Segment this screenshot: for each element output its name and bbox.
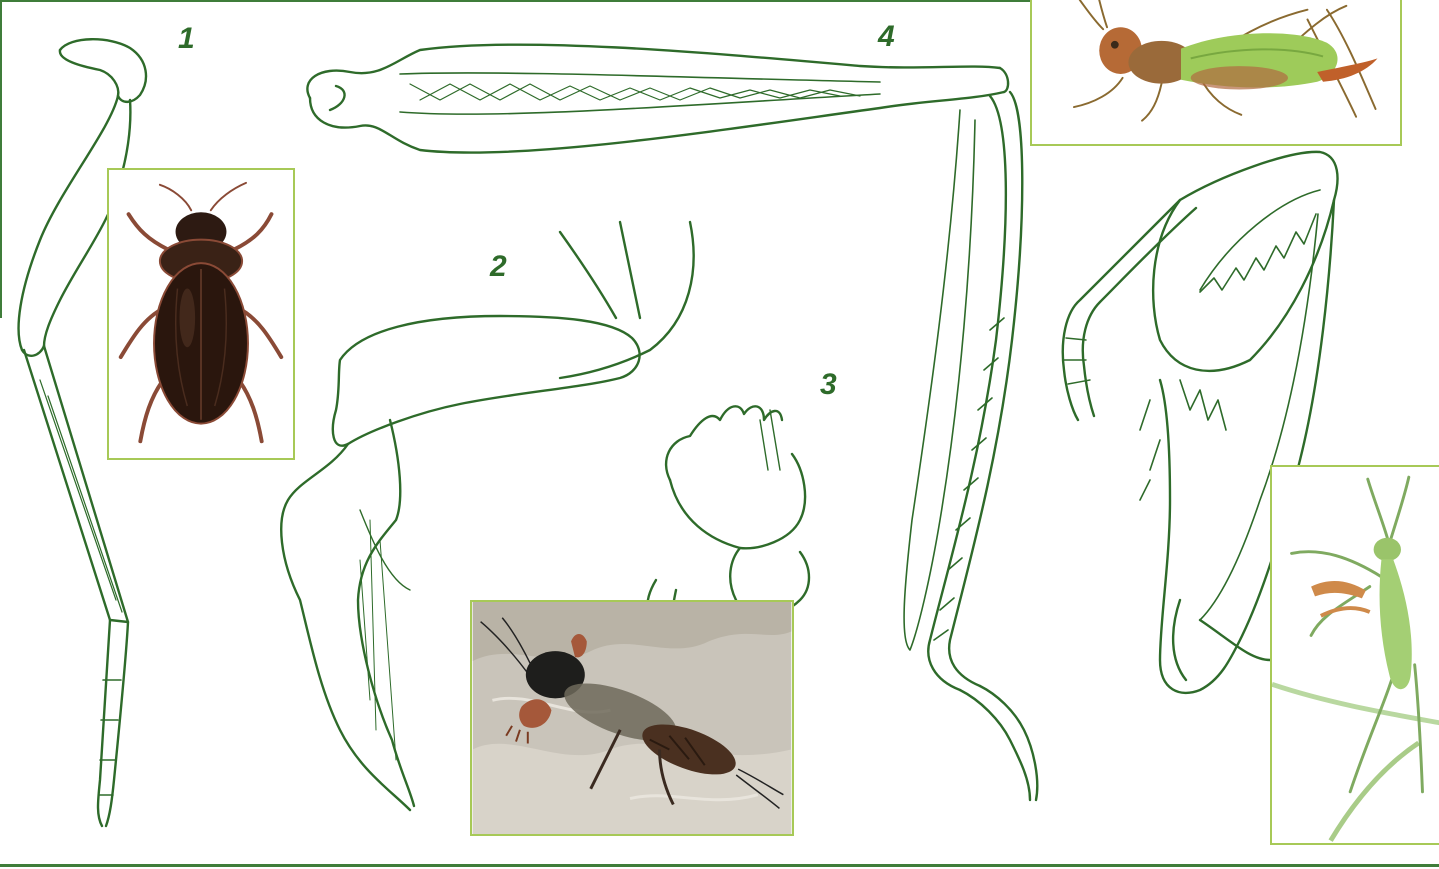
- water-beetle-icon: [109, 170, 293, 458]
- mole-cricket-icon: [472, 602, 792, 834]
- water-beetle-photo: [107, 168, 295, 460]
- praying-mantis-photo: [1270, 465, 1439, 845]
- digging-leg-drawing: [647, 406, 809, 615]
- mole-cricket-photo: [470, 600, 794, 836]
- praying-mantis-icon: [1272, 467, 1439, 843]
- bush-cricket-icon: [1032, 0, 1400, 144]
- bush-cricket-photo: [1030, 0, 1402, 146]
